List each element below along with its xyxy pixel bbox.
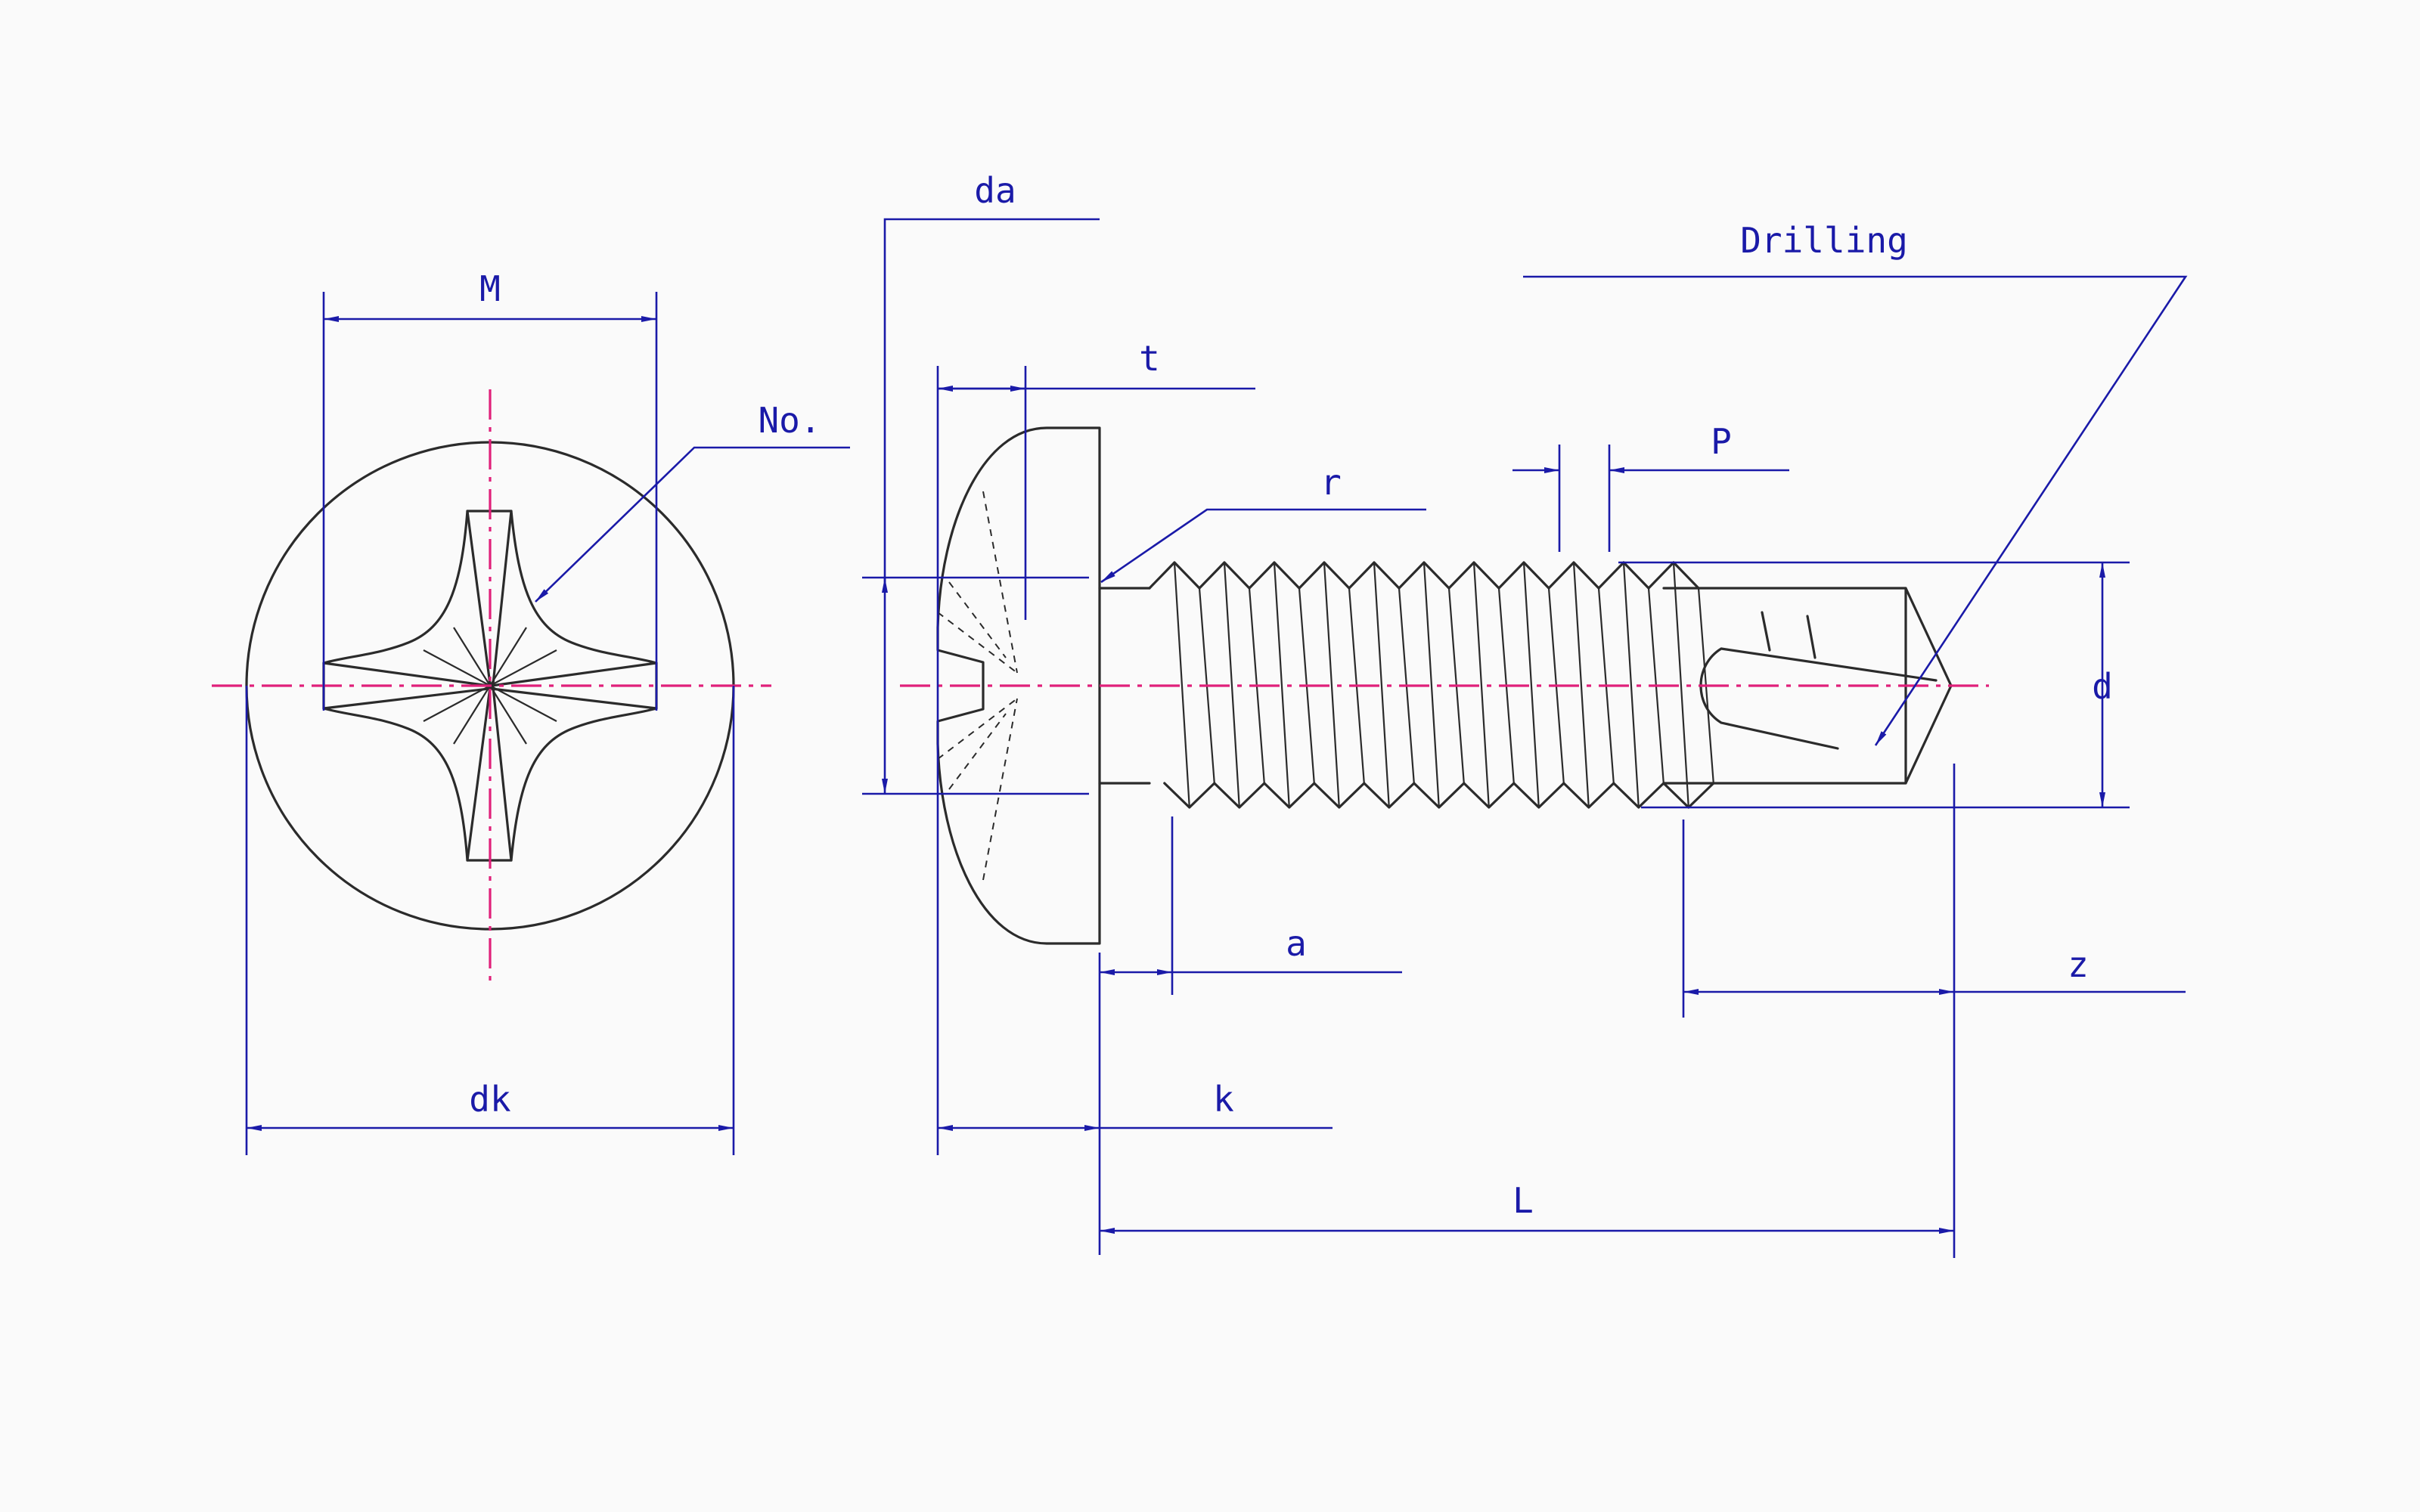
dim-da-ext: [883, 218, 1100, 582]
dim-r-leader: [1100, 508, 1426, 584]
label-M: M: [479, 268, 501, 309]
label-da: da: [974, 170, 1016, 211]
label-d: d: [2092, 666, 2113, 707]
dim-Drilling-leader: [1523, 275, 2188, 746]
label-r: r: [1320, 462, 1342, 503]
pan-head-outline: [936, 426, 1101, 945]
label-t: t: [1139, 338, 1160, 379]
phillips-recess-inner: [423, 627, 557, 745]
label-k: k: [1213, 1079, 1234, 1120]
drill-flute: [1699, 611, 1938, 750]
label-z: z: [2068, 944, 2089, 985]
dimensions: [245, 218, 2188, 1258]
label-L: L: [1512, 1180, 1534, 1221]
label-dk: dk: [469, 1079, 510, 1120]
recess-hidden-lines: [937, 491, 1018, 881]
center-lines: [212, 389, 1989, 983]
phillips-recess-fillets: [322, 510, 658, 862]
label-a: a: [1286, 923, 1307, 964]
shank-outline: [1098, 587, 1151, 785]
label-P: P: [1711, 421, 1732, 462]
label-Drilling: Drilling: [1740, 220, 1908, 261]
dimension-labels: M No. dk da t r P Drilling d a z k L: [469, 170, 2113, 1221]
label-No: No.: [758, 400, 821, 441]
dim-No-leader: [535, 446, 850, 603]
